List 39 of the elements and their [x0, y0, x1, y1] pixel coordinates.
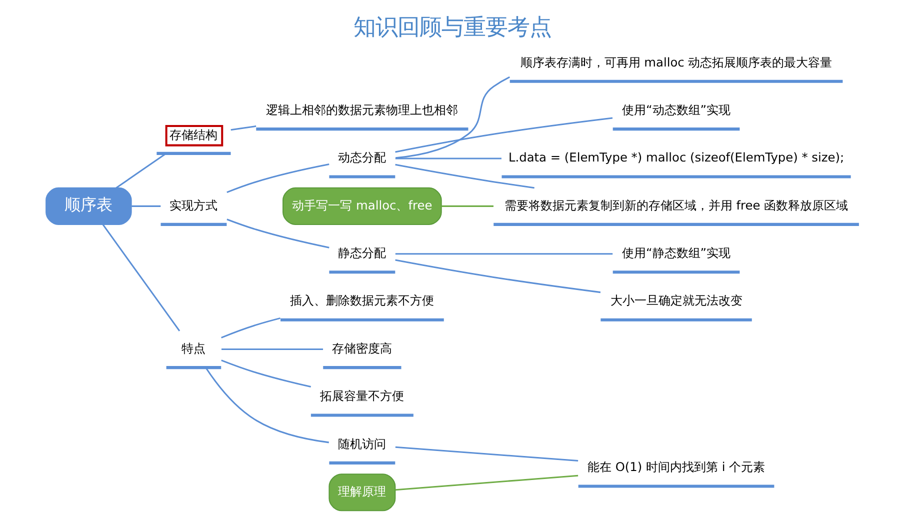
node-box: 顺序表: [45, 187, 132, 225]
connector: [204, 367, 328, 444]
connector: [230, 125, 256, 131]
connector: [394, 259, 600, 294]
connector: [441, 205, 493, 207]
connector: [102, 224, 180, 332]
connector: [220, 348, 323, 350]
connector: [394, 446, 578, 462]
connector: [394, 164, 534, 189]
node-text: 逻辑上相邻的数据元素物理上也相邻: [266, 102, 458, 117]
node-text: 拓展容量不方便: [320, 389, 404, 404]
connector: [394, 474, 578, 491]
connector: [394, 117, 612, 153]
connector: [131, 205, 160, 207]
node-text: 特点: [181, 341, 206, 356]
connector: [394, 76, 510, 159]
node-text: 需要将数据元素复制到新的存储区域，并用 free 函数释放原区域: [504, 198, 848, 212]
node-text: 静态分配: [338, 246, 386, 260]
node-text: 能在 O(1) 时间内找到第 i 个元素: [586, 460, 765, 474]
node-box: 理解原理: [328, 474, 396, 512]
node-text: 动态分配: [338, 150, 386, 165]
connector: [394, 158, 501, 160]
node-text: 存储密度高: [332, 341, 392, 356]
connector: [394, 253, 612, 255]
node-text: 实现方式: [169, 198, 218, 212]
node-text: L.data = (ElemType *) malloc (sizeof(ElemType) * size);: [508, 150, 844, 165]
node-text: 插入、删除数据元素不方便: [290, 294, 434, 308]
connector: [226, 164, 329, 194]
node-text: 随机访问: [338, 436, 386, 451]
connector: [220, 317, 280, 338]
node-text: 顺序表存满时，可再用 malloc 动态拓展顺序表的最大容量: [520, 55, 832, 70]
node-text: 大小一旦确定就无法改变: [610, 294, 742, 308]
node-text: 使用“动态数组”实现: [621, 102, 730, 117]
connector: [226, 218, 329, 248]
node-text: 使用“静态数组”实现: [621, 246, 730, 260]
connector: [115, 153, 166, 189]
diagram-title: 知识回顾与重要考点: [353, 14, 551, 40]
connector: [220, 360, 310, 388]
node-box: 动手写一写 malloc、free: [282, 187, 442, 225]
